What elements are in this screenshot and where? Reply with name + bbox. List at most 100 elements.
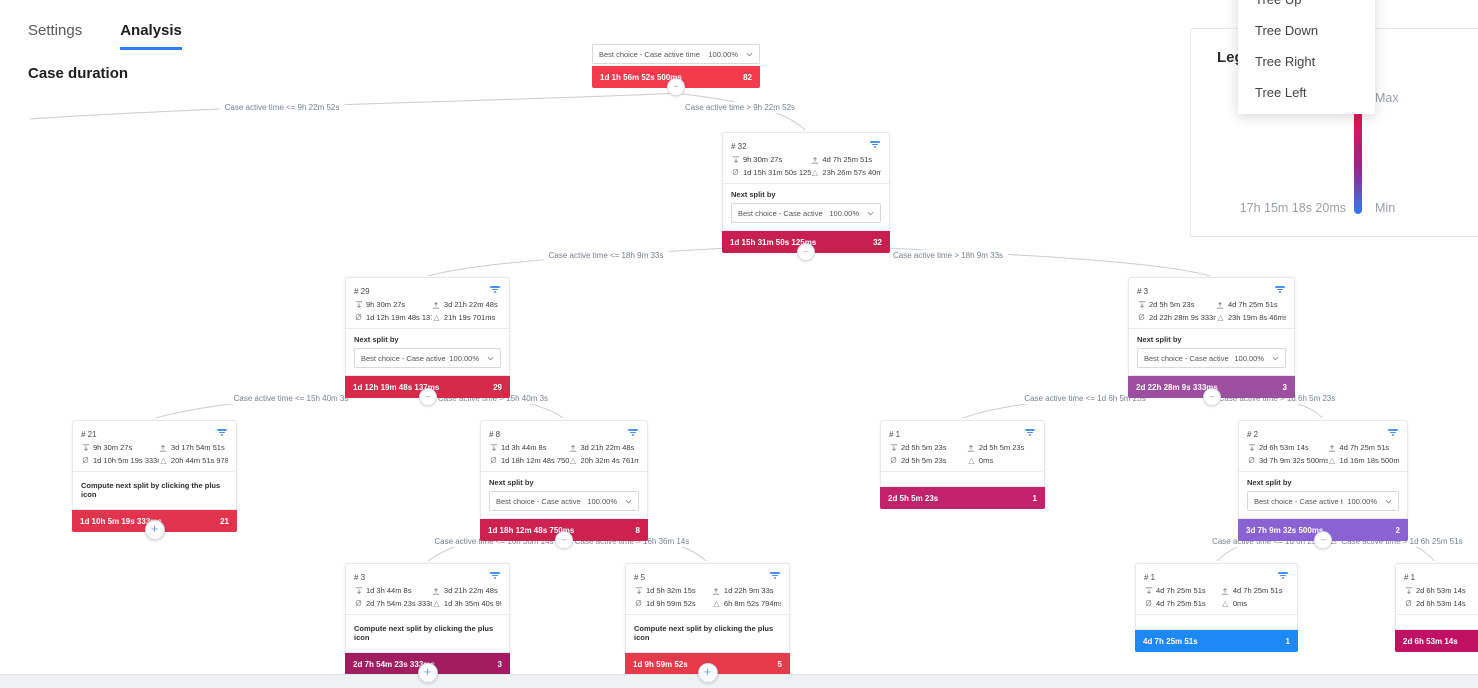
edge-label: Case active time <= 18h 9m 33s <box>543 250 669 261</box>
node-duration-bar[interactable]: 1d 1h 56m 52s 500ms 82 <box>592 66 760 88</box>
tree-layout-menu: Tree Up Tree Down Tree Right Tree Left <box>1238 0 1375 114</box>
collapse-node-button[interactable]: ‒ <box>418 388 437 407</box>
compute-split-plus-button[interactable]: + <box>697 663 718 683</box>
horizontal-scrollbar[interactable] <box>0 674 1478 688</box>
filter-icon[interactable] <box>1387 429 1399 439</box>
min-icon <box>489 443 498 452</box>
edge-label: Case active time > 16h 36m 14s <box>569 536 695 547</box>
menu-item-tree-left[interactable]: Tree Left <box>1255 85 1307 100</box>
max-icon <box>1328 444 1337 452</box>
node-duration-bar[interactable]: 4d 7h 25m 51s 1 <box>1135 630 1298 652</box>
stat-max: 4d 7h 25m 51s <box>822 155 873 164</box>
tab-analysis[interactable]: Analysis <box>120 22 182 50</box>
node-duration-bar[interactable]: 3d 7h 9m 32s 500ms 2 <box>1238 519 1408 541</box>
delta-icon: △ <box>1217 313 1224 322</box>
node-duration-bar[interactable]: 1d 18h 12m 48s 750ms 8 <box>480 519 648 541</box>
min-icon <box>1247 443 1256 452</box>
max-icon <box>1221 587 1230 595</box>
tab-settings[interactable]: Settings <box>28 22 83 39</box>
split-choice-select[interactable]: Best choice - Case active time 100.00% <box>592 44 760 64</box>
node-duration-bar[interactable]: 2d 6h 53m 14s <box>1395 630 1478 652</box>
bar-case-count: 82 <box>743 72 752 82</box>
node-case-count: # 8 <box>489 429 501 439</box>
node-duration-bar[interactable]: 1d 15h 31m 50s 125ms 32 <box>722 231 890 253</box>
menu-item-tree-down[interactable]: Tree Down <box>1255 23 1319 38</box>
chevron-down-icon <box>1272 355 1279 362</box>
filter-icon[interactable] <box>489 286 501 296</box>
legend-gradient <box>1354 108 1362 214</box>
edge-label: Case active time <= 1d 6h 25m 51s <box>1207 536 1343 547</box>
legend-max-label: Max <box>1375 91 1399 105</box>
collapse-node-button[interactable]: ‒ <box>1314 531 1332 550</box>
filter-icon[interactable] <box>1274 286 1286 296</box>
avg-icon: Ø <box>635 599 642 608</box>
menu-item-tree-right[interactable]: Tree Right <box>1255 54 1316 69</box>
compute-split-hint: Compute next split by clicking the plus … <box>634 624 774 642</box>
split-choice-select[interactable]: Best choice - Case active time 100.00% <box>354 348 501 368</box>
node-case-count: # 3 <box>1137 286 1149 296</box>
node-case-count: # 29 <box>354 286 370 296</box>
split-choice-select[interactable]: Best choice - Case active time 100.00% <box>731 203 881 223</box>
stat-avg: 1d 15h 31m 50s 125ms <box>743 168 811 177</box>
node-duration-bar[interactable]: 2d 5h 5m 23s 1 <box>880 487 1045 509</box>
node-case-count: # 21 <box>81 429 97 439</box>
node-case-count: # 32 <box>731 141 747 151</box>
filter-icon[interactable] <box>489 572 501 582</box>
bar-duration: 1d 1h 56m 52s 500ms <box>600 72 682 82</box>
avg-icon: Ø <box>355 599 362 608</box>
node-duration-bar[interactable]: 1d 12h 19m 48s 137ms 29 <box>345 376 510 398</box>
node-duration-bar[interactable]: 2d 22h 28m 9s 333ms 3 <box>1128 376 1295 398</box>
chevron-down-icon <box>1385 498 1392 505</box>
stat-dev: 23h 26m 57s 40ms <box>822 168 882 177</box>
filter-icon[interactable] <box>1277 572 1289 582</box>
legend-min-label: Min <box>1375 201 1396 215</box>
chevron-down-icon <box>487 355 494 362</box>
stat-min: 9h 30m 27s <box>743 155 783 164</box>
filter-icon[interactable] <box>769 572 781 582</box>
collapse-node-button[interactable]: ‒ <box>1202 388 1221 407</box>
page-title: Case duration <box>28 65 129 82</box>
collapse-node-button[interactable]: ‒ <box>667 78 685 97</box>
next-split-label: Next split by <box>731 190 776 199</box>
menu-item-tree-up[interactable]: Tree Up <box>1238 0 1375 15</box>
avg-icon: Ø <box>1248 456 1255 465</box>
avg-icon: Ø <box>82 456 89 465</box>
node-case-count: # 1 <box>889 429 901 439</box>
filter-icon[interactable] <box>216 429 228 439</box>
split-choice-select[interactable]: Best choice - Case active time 100.00% <box>489 491 639 511</box>
split-choice-select[interactable]: Best choice - Case active time 100.00% <box>1247 491 1399 511</box>
collapse-node-button[interactable]: ‒ <box>555 531 573 550</box>
filter-icon[interactable] <box>1024 429 1036 439</box>
edge-label: Case active time <= 15h 40m 3s <box>228 393 354 404</box>
collapse-node-button[interactable]: ‒ <box>797 243 815 262</box>
legend-min-value: 17h 15m 18s 20ms <box>1239 201 1346 215</box>
min-icon <box>354 300 363 309</box>
edge-label: Case active time > 15h 40m 3s <box>432 393 554 404</box>
delta-icon: △ <box>160 456 167 465</box>
node-case-count: # 3 <box>354 572 366 582</box>
min-icon <box>1137 300 1146 309</box>
split-choice-percent: 100.00% <box>708 49 738 59</box>
min-icon <box>354 586 363 595</box>
chevron-down-icon <box>867 210 874 217</box>
compute-split-plus-button[interactable]: + <box>417 663 438 683</box>
filter-icon[interactable] <box>627 429 639 439</box>
max-icon <box>569 444 578 452</box>
delta-icon: △ <box>1328 456 1336 465</box>
compute-split-plus-button[interactable]: + <box>144 520 165 540</box>
compute-split-hint: Compute next split by clicking the plus … <box>81 481 221 499</box>
max-icon <box>432 301 441 309</box>
max-icon <box>432 587 441 595</box>
node-case-count: # 5 <box>634 572 646 582</box>
split-choice-select[interactable]: Best choice - Case active time 100.00% <box>1137 348 1286 368</box>
min-icon <box>634 586 643 595</box>
filter-icon[interactable] <box>869 141 881 151</box>
avg-icon: Ø <box>890 456 897 465</box>
